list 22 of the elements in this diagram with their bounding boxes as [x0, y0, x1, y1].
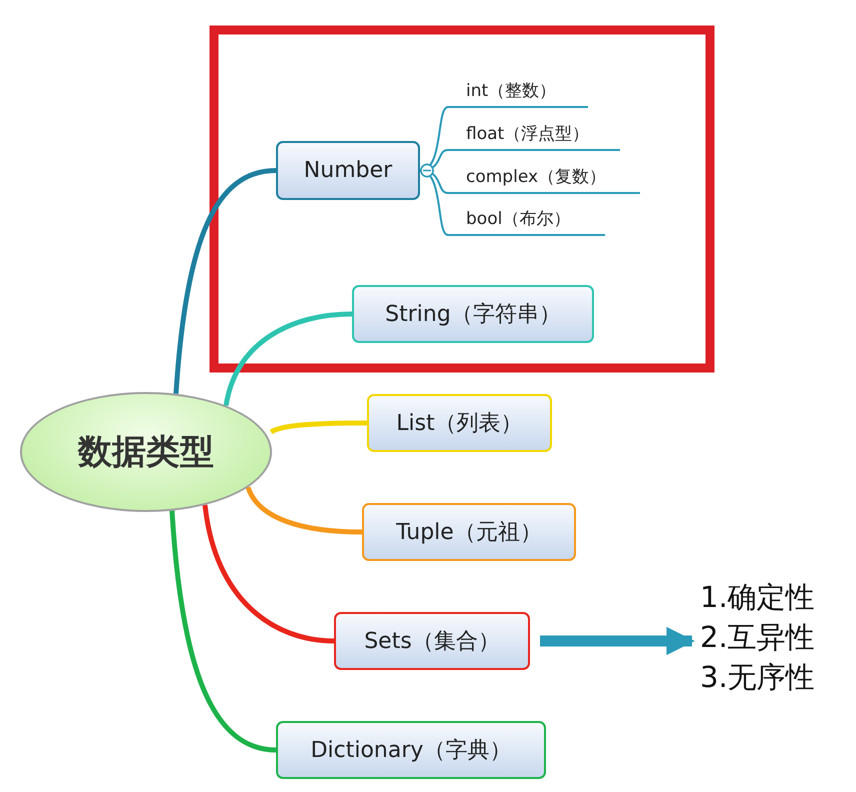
list-item: 3.无序性 — [700, 659, 815, 696]
connector-line — [202, 504, 334, 644]
topic-box: List（列表） — [367, 394, 552, 452]
subtopic-item: int（整数） — [448, 74, 588, 108]
connector-line — [224, 312, 352, 406]
topic-box: Number — [276, 141, 420, 200]
connector-line — [270, 420, 367, 434]
connector-line — [170, 510, 276, 752]
subtopic-item: complex（复数） — [448, 160, 640, 194]
arrow — [540, 626, 695, 656]
subtopic-item: bool（布尔） — [448, 202, 605, 236]
topic-box: Sets（集合） — [334, 612, 530, 670]
central-topic-ellipse: 数据类型 — [20, 392, 272, 512]
list-item: 1.确定性 — [700, 579, 815, 616]
topic-box: Dictionary（字典） — [276, 721, 546, 779]
topic-box: String（字符串） — [352, 285, 594, 343]
list-item: 2.互异性 — [700, 619, 815, 656]
subtopic-item: float（浮点型） — [448, 117, 620, 151]
connector-line — [174, 168, 276, 394]
connector-line — [420, 164, 448, 236]
topic-box: Tuple（元祖） — [362, 503, 576, 561]
connector-line — [246, 486, 362, 534]
